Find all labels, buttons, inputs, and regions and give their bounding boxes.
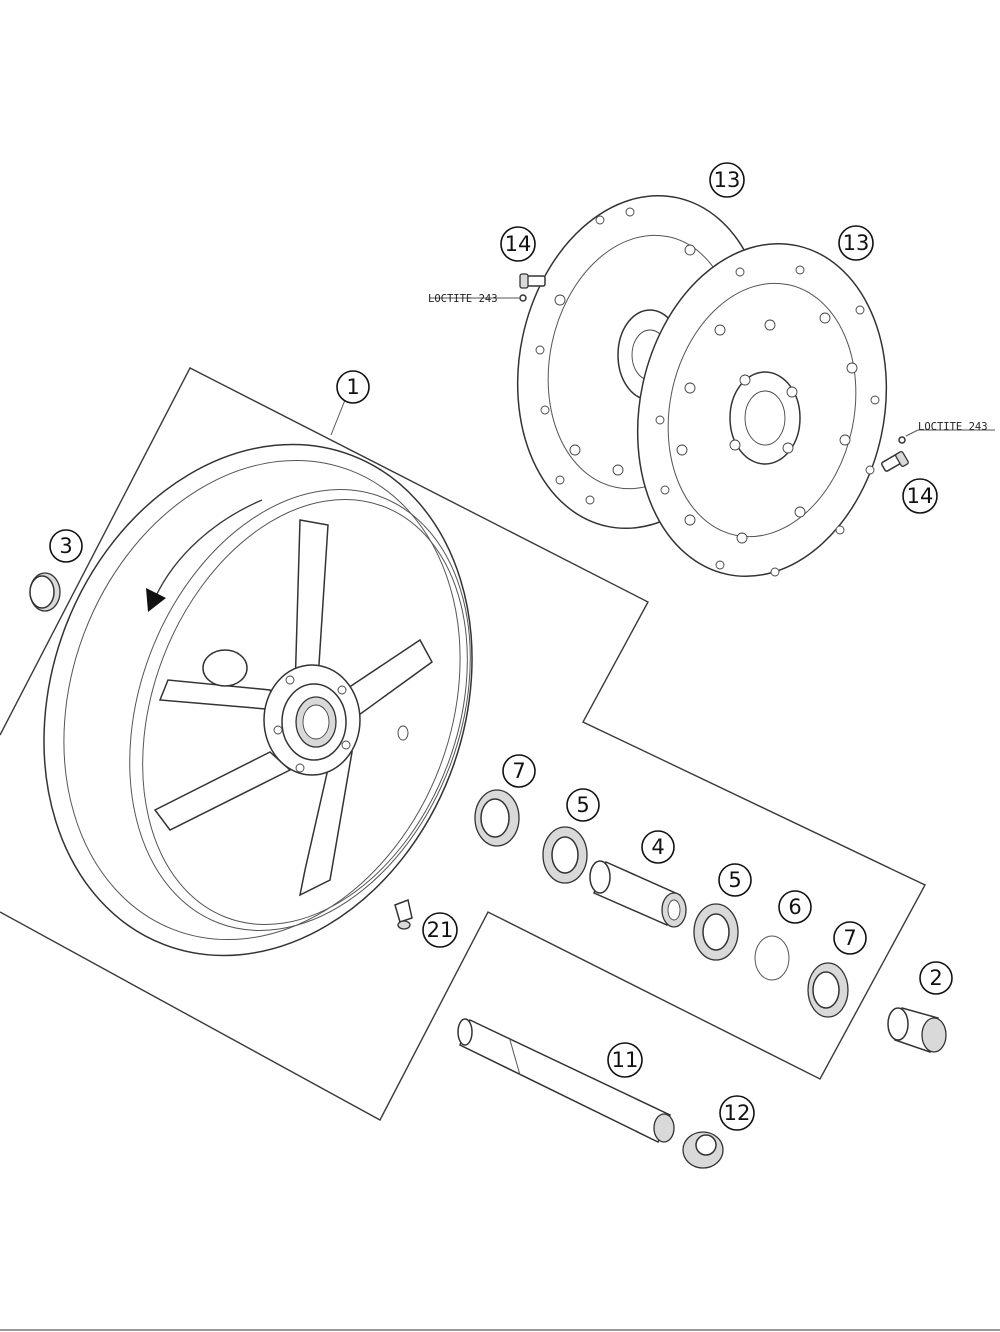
svg-text:14: 14: [907, 484, 934, 508]
svg-text:7: 7: [512, 759, 525, 783]
svg-text:5: 5: [576, 793, 589, 817]
callout-6: 6: [778, 890, 812, 924]
svg-text:6: 6: [788, 895, 801, 919]
spacer-3: [29, 572, 61, 612]
brake-disc-front: [636, 242, 888, 578]
loctite-note-left: LOCTITE 243: [428, 293, 498, 305]
spacer-2: [887, 1007, 947, 1053]
callout-3: 3: [49, 529, 83, 563]
shaft-seal-7-right: [807, 962, 849, 1018]
callout-5-left: 5: [566, 788, 600, 822]
callout-12: 12: [719, 1095, 755, 1131]
disc-screw-left: [505, 273, 546, 302]
callout-14-left: 14: [500, 226, 536, 262]
disc-screw-right: [880, 429, 919, 472]
svg-text:13: 13: [714, 168, 741, 192]
svg-text:5: 5: [728, 868, 741, 892]
wheel-rim: [43, 443, 473, 957]
ball-bearing-5-left: [542, 826, 588, 884]
svg-text:21: 21: [427, 918, 454, 942]
callout-1: 1: [336, 370, 370, 404]
tire-valve-21: [394, 898, 413, 930]
svg-text:4: 4: [651, 835, 664, 859]
loctite-note-right: LOCTITE 243: [918, 421, 988, 433]
svg-text:14: 14: [505, 232, 532, 256]
callout-21: 21: [422, 912, 458, 948]
svg-text:13: 13: [843, 231, 870, 255]
svg-text:11: 11: [612, 1048, 639, 1072]
svg-text:7: 7: [843, 926, 856, 950]
callout-13-rear: 13: [709, 162, 745, 198]
leader-lines: [430, 297, 995, 431]
svg-text:1: 1: [346, 375, 359, 399]
svg-text:12: 12: [724, 1101, 751, 1125]
callout-13-front: 13: [838, 225, 874, 261]
wheel-spindle-11: [457, 1018, 675, 1144]
callout-7-right: 7: [833, 921, 867, 955]
assembly-outline: [0, 367, 926, 1121]
spacer-sleeve-4: [589, 860, 687, 928]
callout-4: 4: [641, 830, 675, 864]
callout-14-right: 14: [902, 478, 938, 514]
svg-text:2: 2: [929, 966, 942, 990]
collar-12: [682, 1131, 724, 1169]
callout-5-right: 5: [718, 863, 752, 897]
callout-7-left: 7: [502, 754, 536, 788]
shaft-seal-7-left: [474, 789, 520, 847]
callout-2: 2: [919, 961, 953, 995]
svg-text:3: 3: [59, 534, 72, 558]
callout-11: 11: [607, 1042, 643, 1078]
circlip-6: [754, 935, 790, 981]
ball-bearing-5-right: [693, 903, 739, 961]
